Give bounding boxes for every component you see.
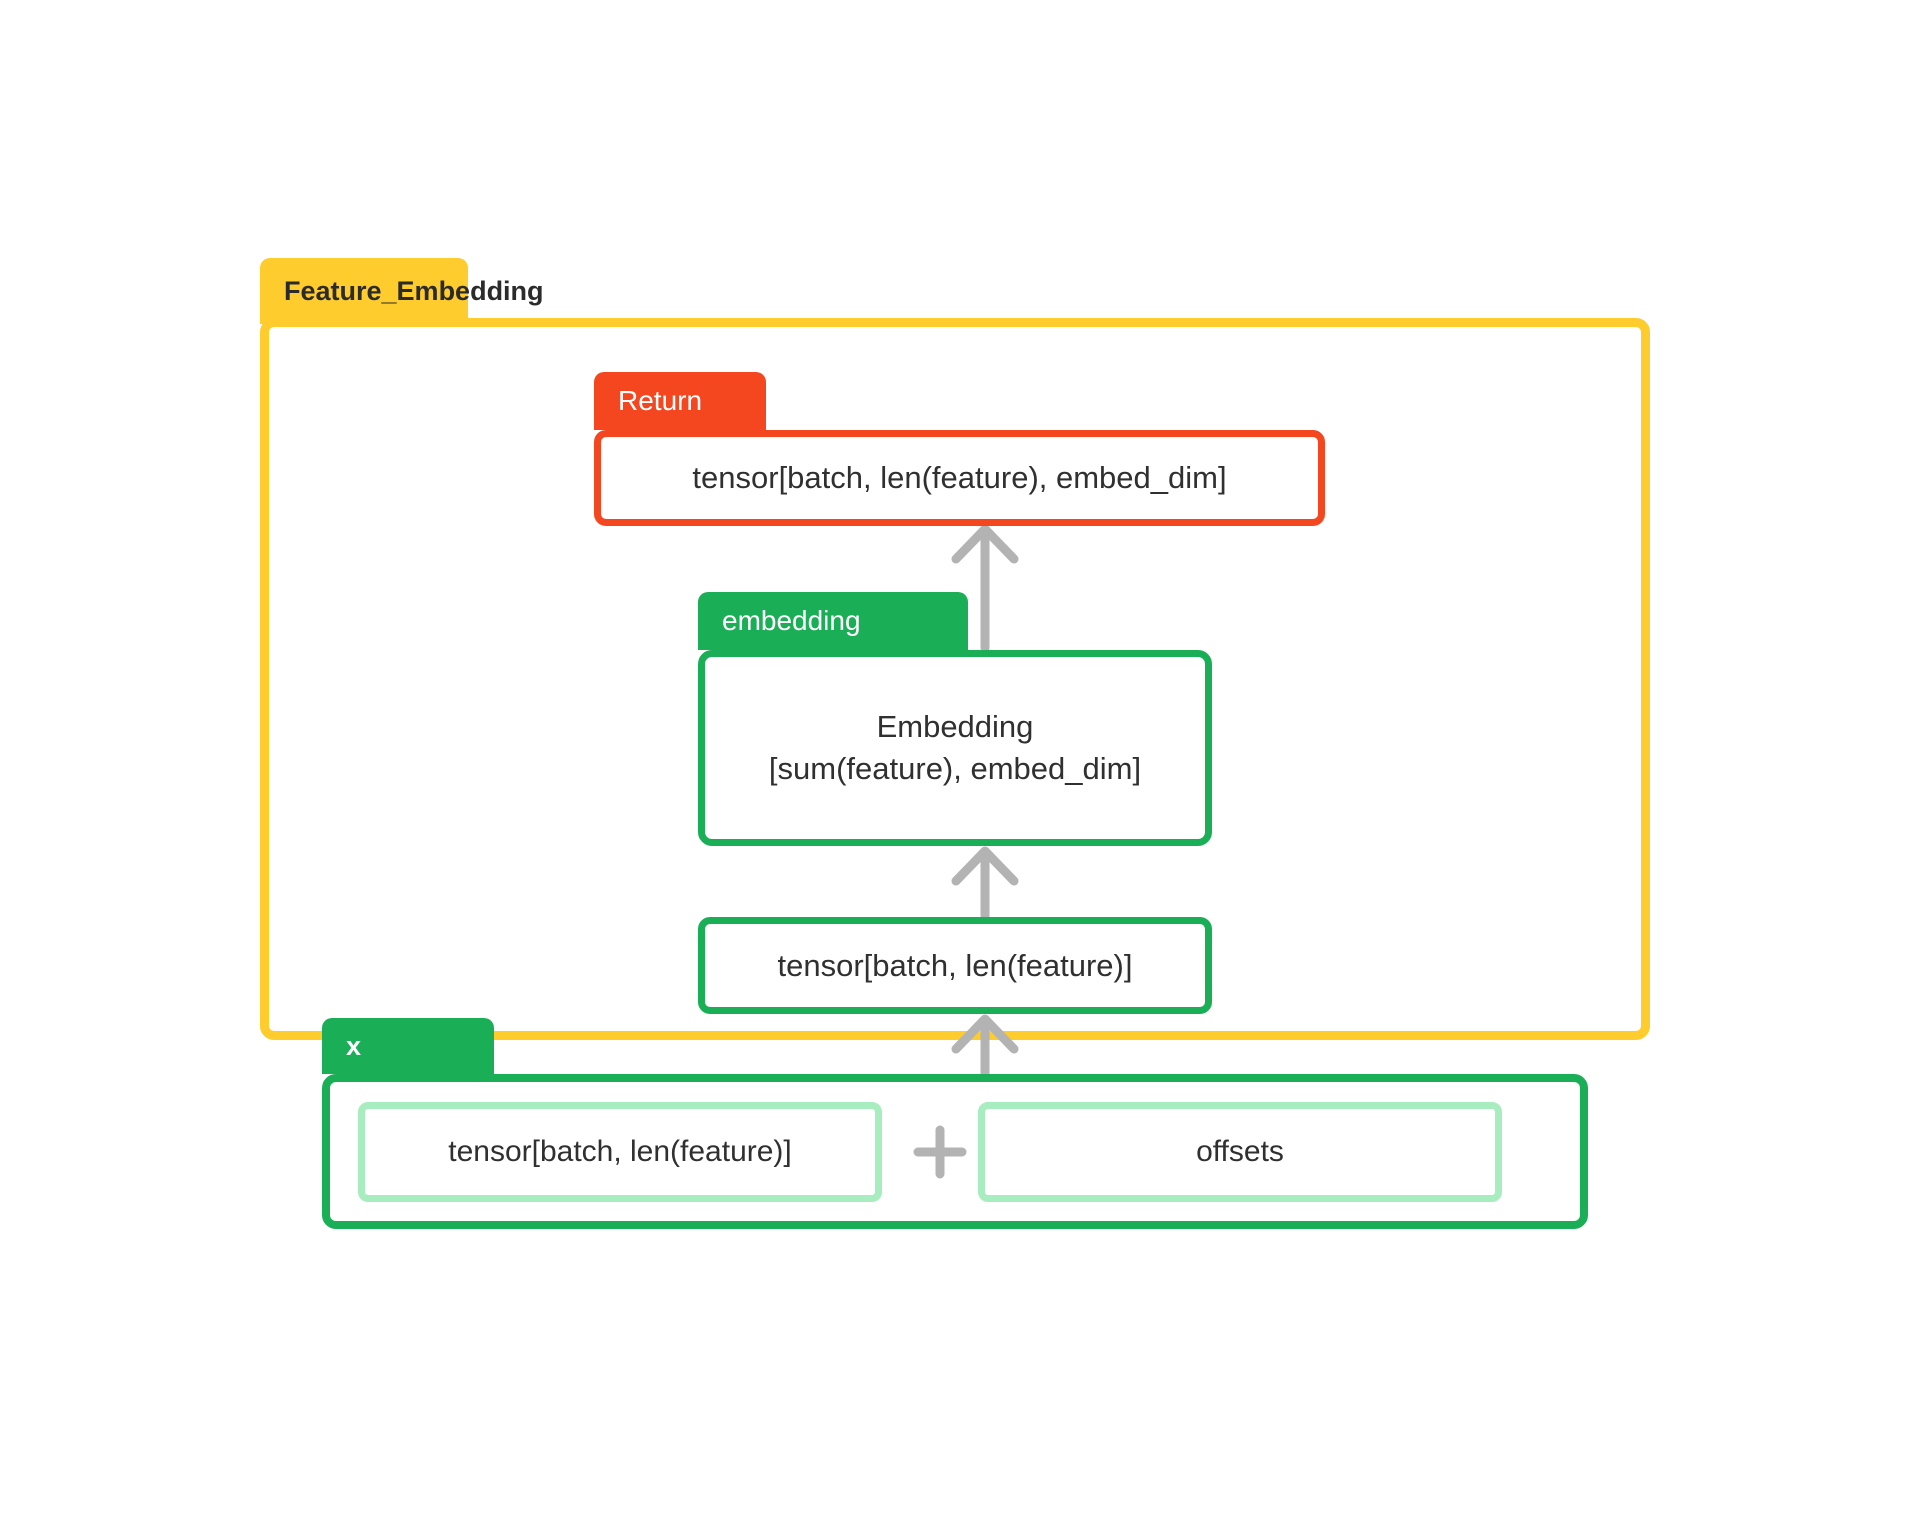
module-tab-label: Feature_Embedding — [284, 275, 544, 306]
return-node-box[interactable]: tensor[batch, len(feature), embed_dim] — [594, 430, 1325, 526]
arrow-up-icon-embedding-to-return — [951, 524, 1019, 653]
arrow-up-icon-tensor-to-embedding — [951, 846, 1019, 925]
input-x-item-offsets[interactable]: offsets — [978, 1101, 1502, 1202]
return-tab[interactable]: Return — [594, 372, 766, 430]
input-x-item-tensor[interactable]: tensor[batch, len(feature)] — [358, 1101, 882, 1202]
input-x-tab[interactable]: x — [322, 1018, 494, 1074]
embedding-node-box[interactable]: Embedding [sum(feature), embed_dim] — [698, 650, 1212, 846]
mid-tensor-node-text: tensor[batch, len(feature)] — [777, 947, 1133, 983]
return-tab-label: Return — [618, 385, 703, 416]
plus-icon — [913, 1125, 967, 1179]
return-node-text: tensor[batch, len(feature), embed_dim] — [692, 460, 1227, 495]
input-x-tab-label: x — [346, 1030, 362, 1061]
input-x-node-box: tensor[batch, len(feature)] offsets — [322, 1074, 1588, 1229]
embedding-tab[interactable]: embedding — [698, 592, 968, 650]
input-x-item-offsets-text: offsets — [1196, 1134, 1284, 1168]
input-x-item-tensor-text: tensor[batch, len(feature)] — [448, 1134, 792, 1168]
mid-tensor-node-box[interactable]: tensor[batch, len(feature)] — [698, 917, 1212, 1014]
module-tab-feature-embedding[interactable]: Feature_Embedding — [260, 258, 544, 324]
embedding-tab-label: embedding — [722, 605, 861, 636]
embedding-node-line1: Embedding — [876, 709, 1034, 745]
embedding-node-line2: [sum(feature), embed_dim] — [768, 751, 1142, 786]
